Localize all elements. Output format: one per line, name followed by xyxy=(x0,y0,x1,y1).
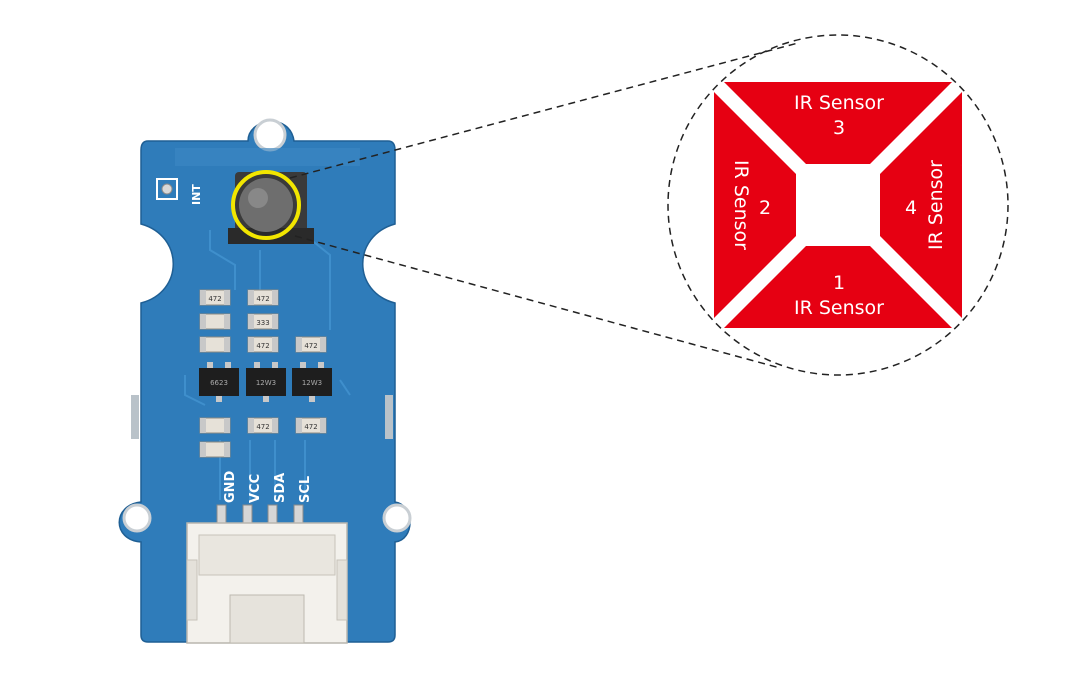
side-pad-right xyxy=(385,395,393,439)
pin-label-scl: SCL xyxy=(298,476,313,503)
resistor-r7-marking: 472 xyxy=(304,342,317,350)
resistor-r6: 472 xyxy=(247,336,279,353)
segment-2-label: IR Sensor xyxy=(730,160,752,250)
sensor-segment-3 xyxy=(724,82,952,164)
resistor-r7: 472 xyxy=(295,336,327,353)
segment-2-number: 2 xyxy=(759,197,771,219)
sensor-quadrants xyxy=(714,82,962,328)
sensor-segment-1 xyxy=(724,246,952,328)
grove-connector xyxy=(186,522,348,644)
int-label: INT xyxy=(190,184,203,205)
resistor-r3-marking: 333 xyxy=(256,319,269,327)
resistor-r5 xyxy=(199,336,231,353)
int-pad xyxy=(156,178,178,200)
mounting-hole-right xyxy=(382,503,412,533)
pin-label-sda: SDA xyxy=(273,473,288,503)
ir-sensor-lens-shine xyxy=(248,188,268,208)
segment-1-label: IR Sensor xyxy=(794,297,884,319)
pin-label-vcc: VCC xyxy=(248,474,263,503)
resistor-r2: 472 xyxy=(247,289,279,306)
ic-1-marking: 6623 xyxy=(210,379,228,387)
pin-label-gnd: GND xyxy=(223,470,238,503)
segment-4-number: 4 xyxy=(905,197,917,219)
resistor-r8 xyxy=(199,417,231,434)
resistor-r9: 472 xyxy=(247,417,279,434)
ic-3: 12W3 xyxy=(292,362,332,402)
ic-2: 12W3 xyxy=(246,362,286,402)
side-pad-left xyxy=(131,395,139,439)
segment-3-number: 3 xyxy=(833,117,845,139)
sensor-board: INT 472 xyxy=(118,118,412,644)
resistor-r9-marking: 472 xyxy=(256,423,269,431)
silk-frame xyxy=(175,148,360,166)
callout-line-top xyxy=(289,42,799,179)
resistor-r1-marking: 472 xyxy=(208,295,221,303)
int-pad-hole xyxy=(161,183,173,195)
sensor-segment-2 xyxy=(714,92,796,318)
segment-1-number: 1 xyxy=(833,272,845,294)
resistor-r10-marking: 472 xyxy=(304,423,317,431)
mounting-hole-top xyxy=(253,118,287,152)
resistor-r4 xyxy=(199,313,231,330)
ic-2-marking: 12W3 xyxy=(256,379,276,387)
resistor-r2-marking: 472 xyxy=(256,295,269,303)
ic-1: 6623 xyxy=(199,362,239,402)
highlight-ring xyxy=(231,170,301,240)
resistor-r11 xyxy=(199,441,231,458)
ic-group: 6623 12W3 12W3 xyxy=(199,362,332,402)
resistor-r6-marking: 472 xyxy=(256,342,269,350)
sensor-segment-4 xyxy=(880,92,962,318)
mounting-hole-left xyxy=(122,503,152,533)
resistor-r10: 472 xyxy=(295,417,327,434)
resistor-group: 472 472 333 472 xyxy=(199,289,327,458)
ir-sensor-lens xyxy=(239,178,293,232)
zoom-circle xyxy=(667,34,1009,376)
ic-3-marking: 12W3 xyxy=(302,379,322,387)
resistor-r1: 472 xyxy=(199,289,231,306)
resistor-r3: 333 xyxy=(247,313,279,330)
segment-4-label: IR Sensor xyxy=(925,160,947,250)
segment-3-label: IR Sensor xyxy=(794,92,884,114)
